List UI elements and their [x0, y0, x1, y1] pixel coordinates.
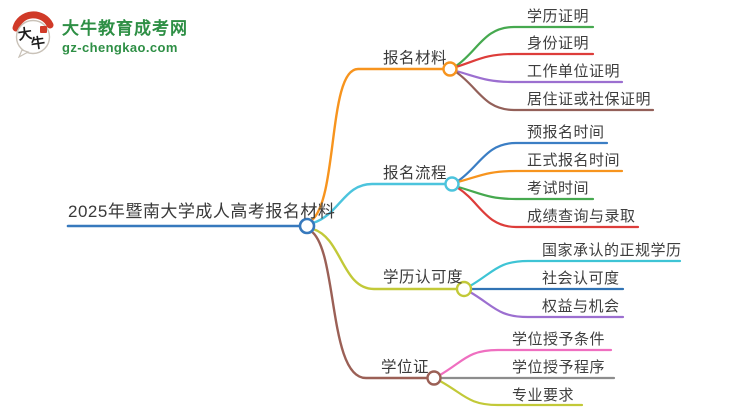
branch-label-degree: 学位证: [381, 359, 430, 376]
branch-label-process: 报名流程: [383, 165, 448, 182]
child-label: 预报名时间: [527, 124, 605, 141]
branch-label-materials: 报名材料: [383, 50, 448, 67]
child-label: 国家承认的正规学历: [542, 242, 682, 259]
connector-branch-materials: [310, 67, 445, 222]
connector-branch-process: [311, 182, 447, 225]
collapse-handle-materials[interactable]: [442, 61, 458, 77]
connector-child: [454, 52, 595, 69]
daniu-logo-icon: 大 牛: [12, 11, 54, 58]
logo-bubble-tail: [17, 49, 30, 58]
collapse-handle-degree[interactable]: [426, 370, 442, 386]
child-label: 社会认可度: [542, 270, 620, 287]
connector-child: [468, 259, 682, 288]
child-label: 成绩查询与录取: [527, 208, 636, 225]
site-url: gz-chengkao.com: [62, 39, 178, 55]
child-label: 考试时间: [527, 180, 590, 197]
connector-branch-degree: [309, 229, 429, 380]
child-label: 权益与机会: [542, 298, 620, 315]
collapse-handle-process[interactable]: [444, 176, 460, 192]
collapse-handle-recognition[interactable]: [455, 280, 473, 298]
child-label: 身份证明: [527, 35, 590, 52]
site-logo: 大 牛 大牛教育成考网 gz-chengkao.com: [10, 10, 188, 58]
child-label: 专业要求: [512, 387, 575, 404]
child-label: 学位授予条件: [512, 331, 606, 348]
connector-child: [468, 290, 625, 319]
child-label: 正式报名时间: [527, 152, 621, 169]
logo-red-arc: [12, 11, 54, 32]
connector-branch-recognition: [311, 227, 459, 291]
child-label: 居住证或社保证明: [527, 91, 652, 108]
connector-child: [438, 379, 584, 407]
connector-child: [456, 186, 640, 229]
root-collapse-handle[interactable]: [298, 217, 316, 235]
connector-child: [456, 141, 609, 183]
logo-char-1: 大: [17, 25, 33, 44]
connector-child: [438, 348, 613, 377]
connector-child: [454, 69, 624, 84]
connector-child: [454, 25, 595, 68]
child-label: 学位授予程序: [512, 359, 606, 376]
connector-child: [456, 169, 624, 184]
child-label: 学历证明: [527, 8, 590, 25]
branch-label-recognition: 学历认可度: [383, 269, 464, 286]
site-name: 大牛教育成考网: [62, 18, 188, 38]
logo-char-2: 牛: [30, 34, 46, 53]
connector-child: [456, 185, 595, 201]
child-label: 工作单位证明: [527, 63, 621, 80]
logo-seal: [40, 26, 47, 33]
root-node-label: 2025年暨南大学成人高考报名材料: [68, 202, 336, 221]
connector-child: [454, 70, 655, 112]
